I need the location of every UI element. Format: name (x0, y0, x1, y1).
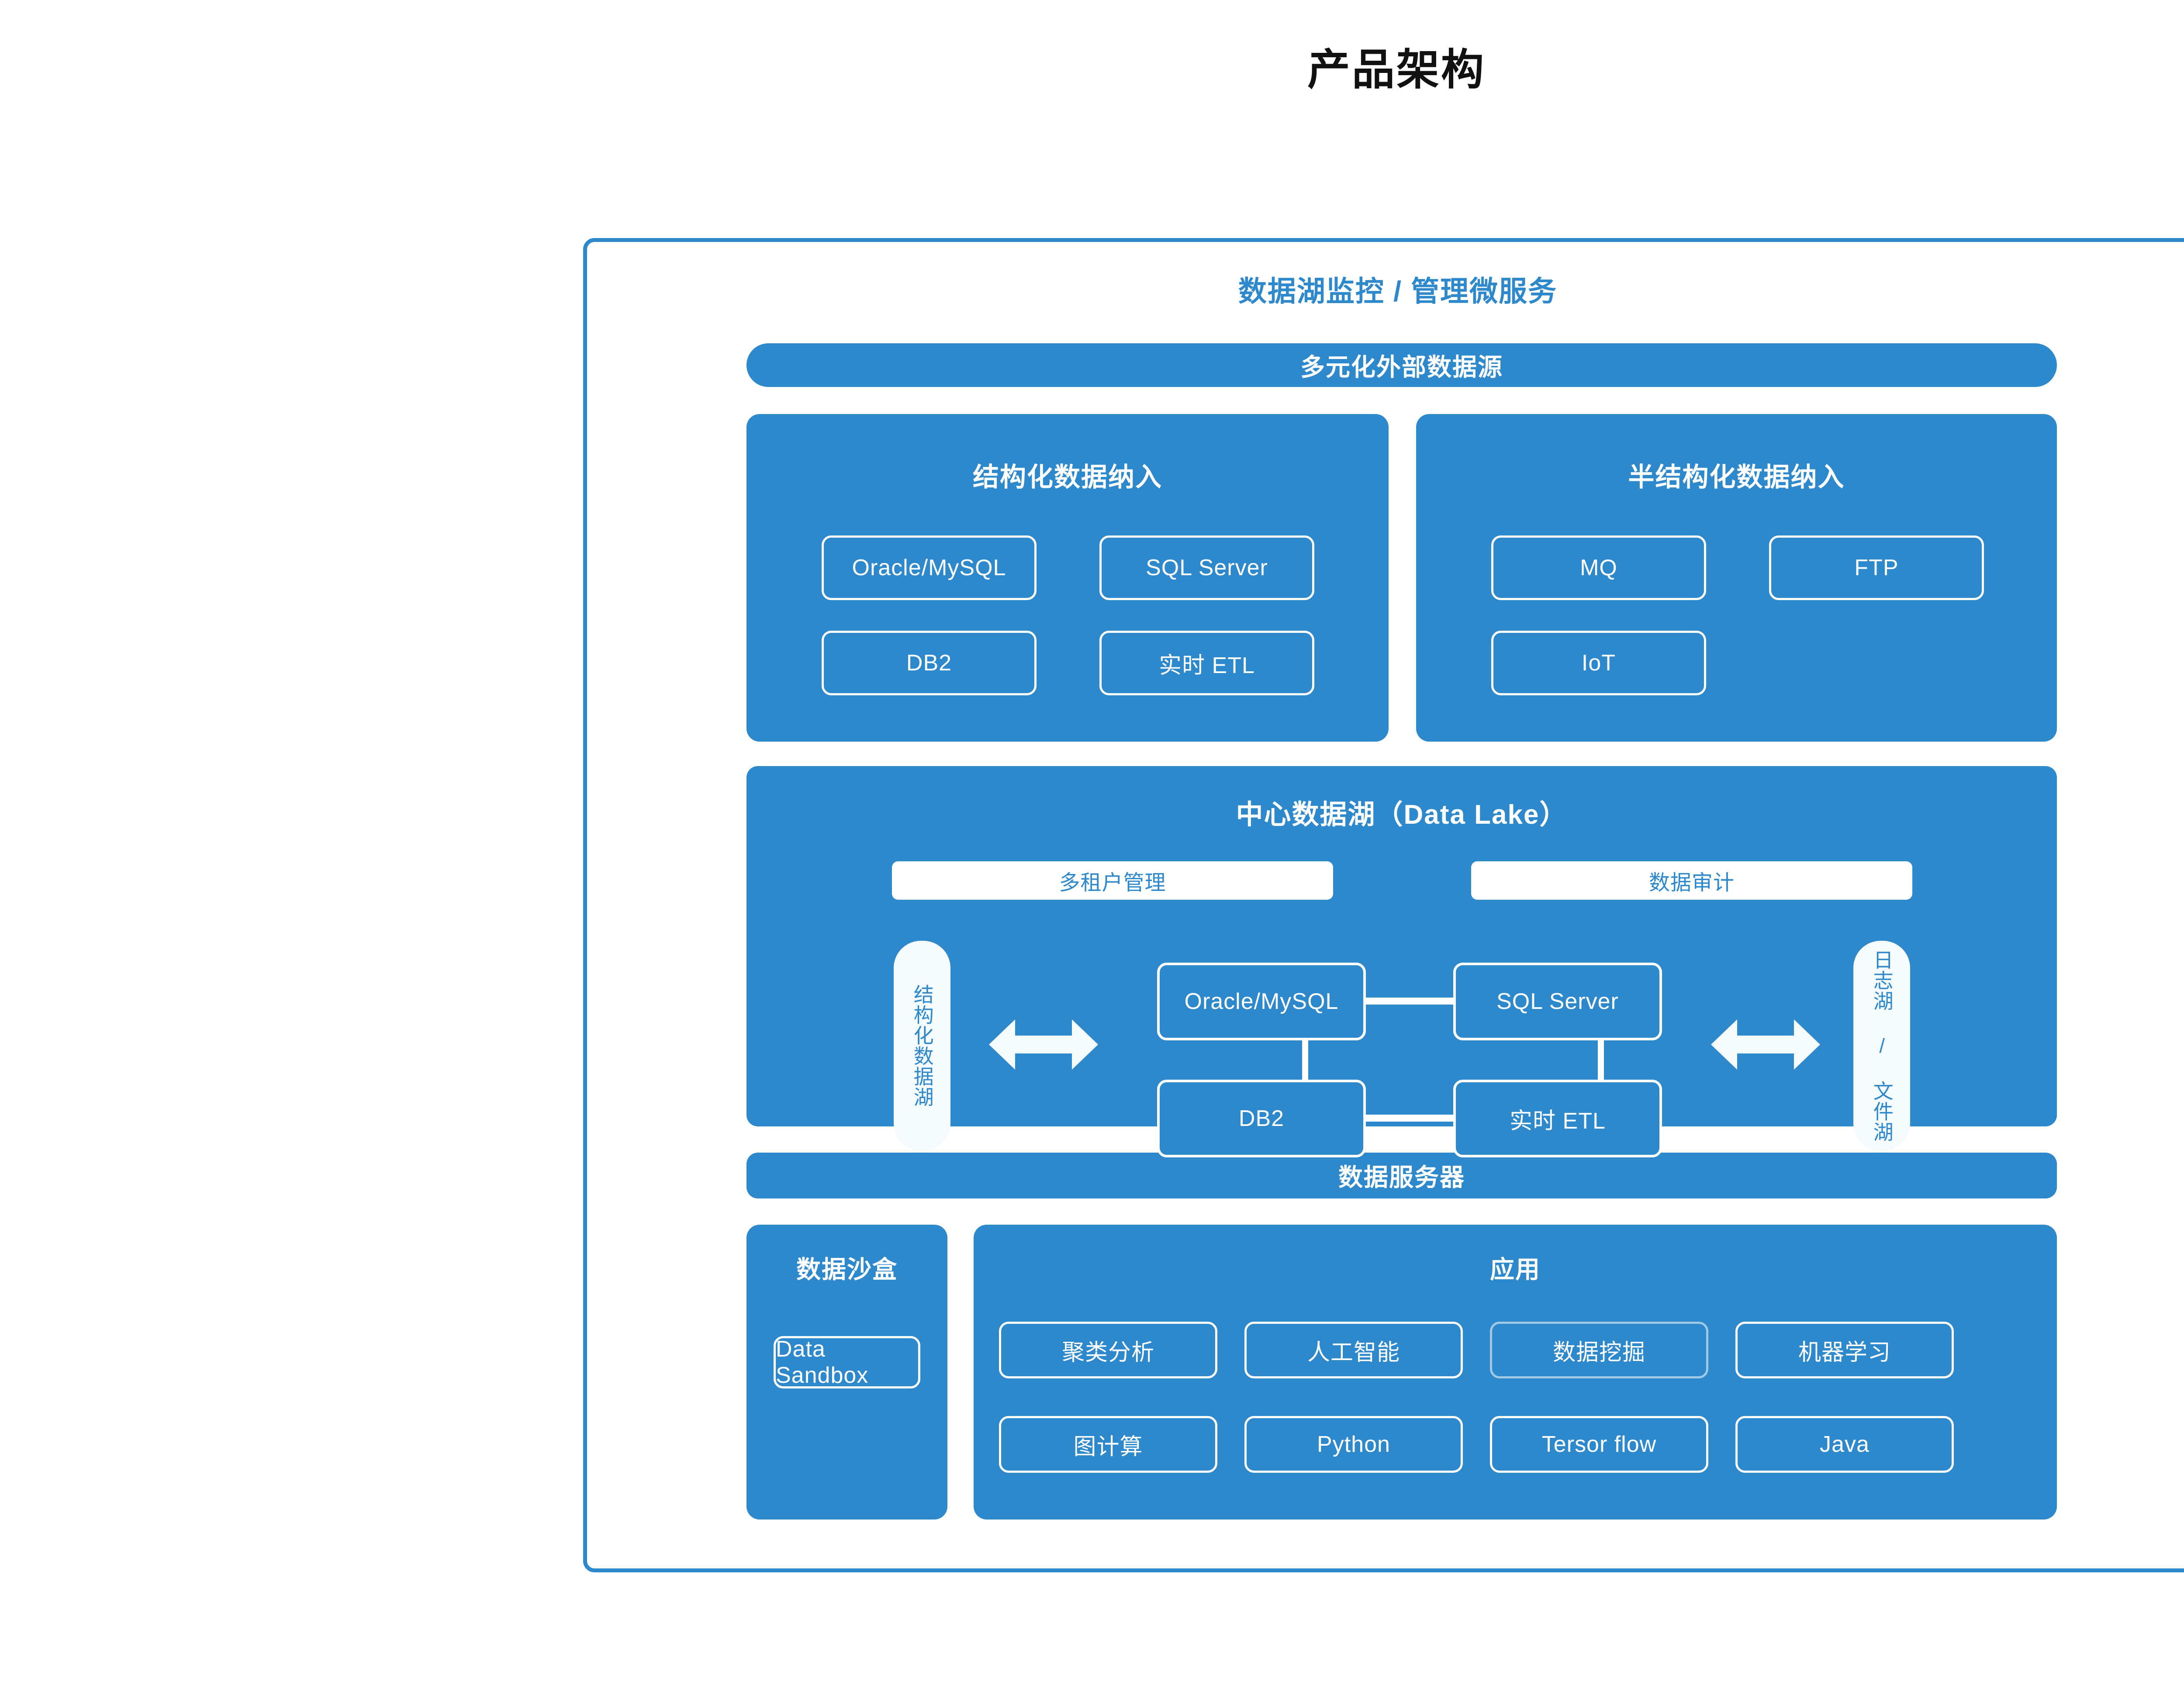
double-arrow-right-icon (1711, 1011, 1820, 1078)
data-lake-title: 中心数据湖（Data Lake） (1236, 800, 1568, 830)
app-tag-machine-learning[interactable]: 机器学习 (1735, 1322, 1954, 1378)
structured-tag-oracle-mysql[interactable]: Oracle/MySQL (822, 535, 1037, 600)
lake-node-sql-server[interactable]: SQL Server (1453, 963, 1662, 1040)
connector-db2-to-etl (1363, 1115, 1456, 1122)
connector-oracle-to-sqlserver (1363, 998, 1456, 1005)
data-sandbox-panel: 数据沙盒 Data Sandbox (746, 1225, 947, 1520)
frame-inner: 数据湖监控 / 管理微服务 多元化外部数据源 结构化数据纳入 Oracle/My… (587, 242, 2184, 1568)
app-tag-graph-computing[interactable]: 图计算 (999, 1416, 1217, 1473)
data-server-bar: 数据服务器 (746, 1153, 2057, 1198)
lake-node-realtime-etl[interactable]: 实时 ETL (1453, 1080, 1662, 1157)
app-tag-artificial-intelligence[interactable]: 人工智能 (1244, 1322, 1463, 1378)
app-tag-cluster-analysis[interactable]: 聚类分析 (999, 1322, 1217, 1378)
central-data-lake-panel: 中心数据湖（Data Lake） 多租户管理 数据审计 结构化数据湖 日志湖 /… (746, 766, 2057, 1157)
external-datasource-bar: 多元化外部数据源 (746, 343, 2057, 387)
semi-structured-ingest-panel: 半结构化数据纳入 MQ FTP IoT (1416, 414, 2057, 742)
app-tag-python[interactable]: Python (1244, 1416, 1463, 1473)
double-arrow-left-icon (989, 1011, 1098, 1078)
log-file-lake-label: 日志湖 / 文件湖 (1853, 941, 1910, 1150)
app-tag-tensor-flow[interactable]: Tersor flow (1490, 1416, 1708, 1473)
microservice-header: 数据湖监控 / 管理微服务 (1238, 275, 1558, 307)
multi-tenant-management-pill[interactable]: 多租户管理 (892, 861, 1333, 900)
data-sandbox-title: 数据沙盒 (796, 1256, 898, 1283)
app-tag-java[interactable]: Java (1735, 1416, 1954, 1473)
semi-tag-ftp[interactable]: FTP (1769, 535, 1984, 600)
applications-panel: 应用 聚类分析 人工智能 数据挖掘 机器学习 图计算 Python Tersor… (974, 1225, 2057, 1520)
applications-title: 应用 (1490, 1256, 1541, 1283)
lake-node-db2[interactable]: DB2 (1157, 1080, 1366, 1157)
app-tag-data-mining[interactable]: 数据挖掘 (1490, 1322, 1708, 1378)
connector-oracle-to-db2 (1302, 1037, 1308, 1084)
data-sandbox-tag[interactable]: Data Sandbox (774, 1336, 920, 1388)
structured-ingest-title: 结构化数据纳入 (973, 463, 1162, 492)
structured-tag-sql-server[interactable]: SQL Server (1099, 535, 1314, 600)
data-audit-pill[interactable]: 数据审计 (1471, 861, 1912, 900)
structured-tag-realtime-etl[interactable]: 实时 ETL (1099, 631, 1314, 695)
page-title: 产品架构 (1307, 45, 1486, 93)
semi-structured-ingest-title: 半结构化数据纳入 (1628, 463, 1845, 492)
semi-tag-iot[interactable]: IoT (1491, 631, 1706, 695)
connector-sqlserver-to-etl (1598, 1037, 1604, 1084)
semi-tag-mq[interactable]: MQ (1491, 535, 1706, 600)
structured-ingest-panel: 结构化数据纳入 Oracle/MySQL SQL Server DB2 实时 E… (746, 414, 1389, 742)
structured-tag-db2[interactable]: DB2 (822, 631, 1037, 695)
structured-data-lake-label: 结构化数据湖 (894, 941, 950, 1150)
lake-node-oracle-mysql[interactable]: Oracle/MySQL (1157, 963, 1366, 1040)
architecture-frame: 数据湖监控 / 管理微服务 多元化外部数据源 结构化数据纳入 Oracle/My… (583, 238, 2184, 1572)
